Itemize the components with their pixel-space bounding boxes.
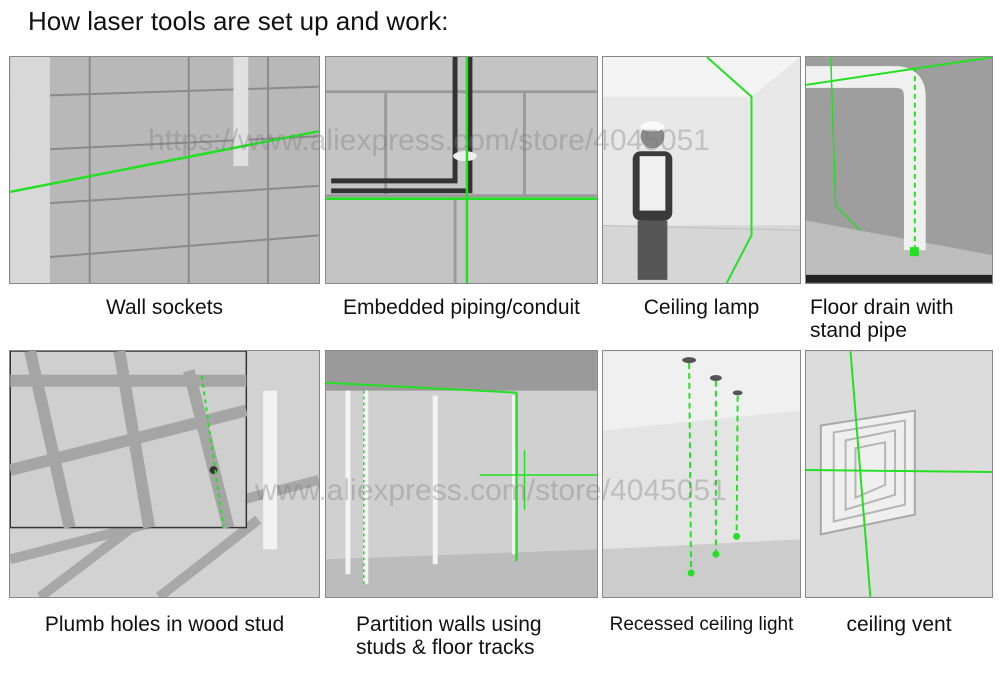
vent-cross-icon	[806, 351, 992, 597]
photo-wood-stud	[9, 350, 320, 598]
caption-ceiling-lamp: Ceiling lamp	[643, 296, 760, 319]
photo-recessed-light	[602, 350, 801, 598]
photo-ceiling-lamp	[602, 56, 801, 284]
partition-frame-icon	[326, 351, 597, 597]
brick-wall-laser-icon	[10, 57, 319, 283]
caption-partition-walls: Partition walls using studs & floor trac…	[356, 613, 598, 659]
worker-room-laser-icon	[603, 57, 800, 283]
photo-ceiling-vent	[805, 350, 993, 598]
photo-embedded-piping	[325, 56, 598, 284]
caption-floor-drain-line1: Floor drain with	[810, 296, 954, 319]
caption-wood-stud: Plumb holes in wood stud	[44, 613, 285, 636]
photo-partition-walls	[325, 350, 598, 598]
pipe-plumb-dot-icon	[806, 57, 992, 283]
caption-partition-line2: studs & floor tracks	[356, 636, 535, 659]
block-wall-conduit-icon	[326, 57, 597, 283]
photo-floor-drain	[805, 56, 993, 284]
ceiling-light-plumb-icon	[603, 351, 800, 597]
caption-floor-drain-line2: stand pipe	[810, 319, 907, 342]
caption-embedded-piping: Embedded piping/conduit	[342, 296, 580, 319]
caption-floor-drain: Floor drain with stand pipe	[810, 296, 998, 342]
wood-stud-plumb-icon	[10, 351, 319, 597]
caption-partition-line1: Partition walls using	[356, 613, 542, 636]
page-title: How laser tools are set up and work:	[28, 6, 449, 36]
caption-recessed-light: Recessed ceiling light	[609, 614, 794, 635]
caption-wall-sockets: Wall sockets	[105, 296, 224, 319]
photo-wall-sockets	[9, 56, 320, 284]
caption-ceiling-vent: ceiling vent	[846, 613, 952, 636]
